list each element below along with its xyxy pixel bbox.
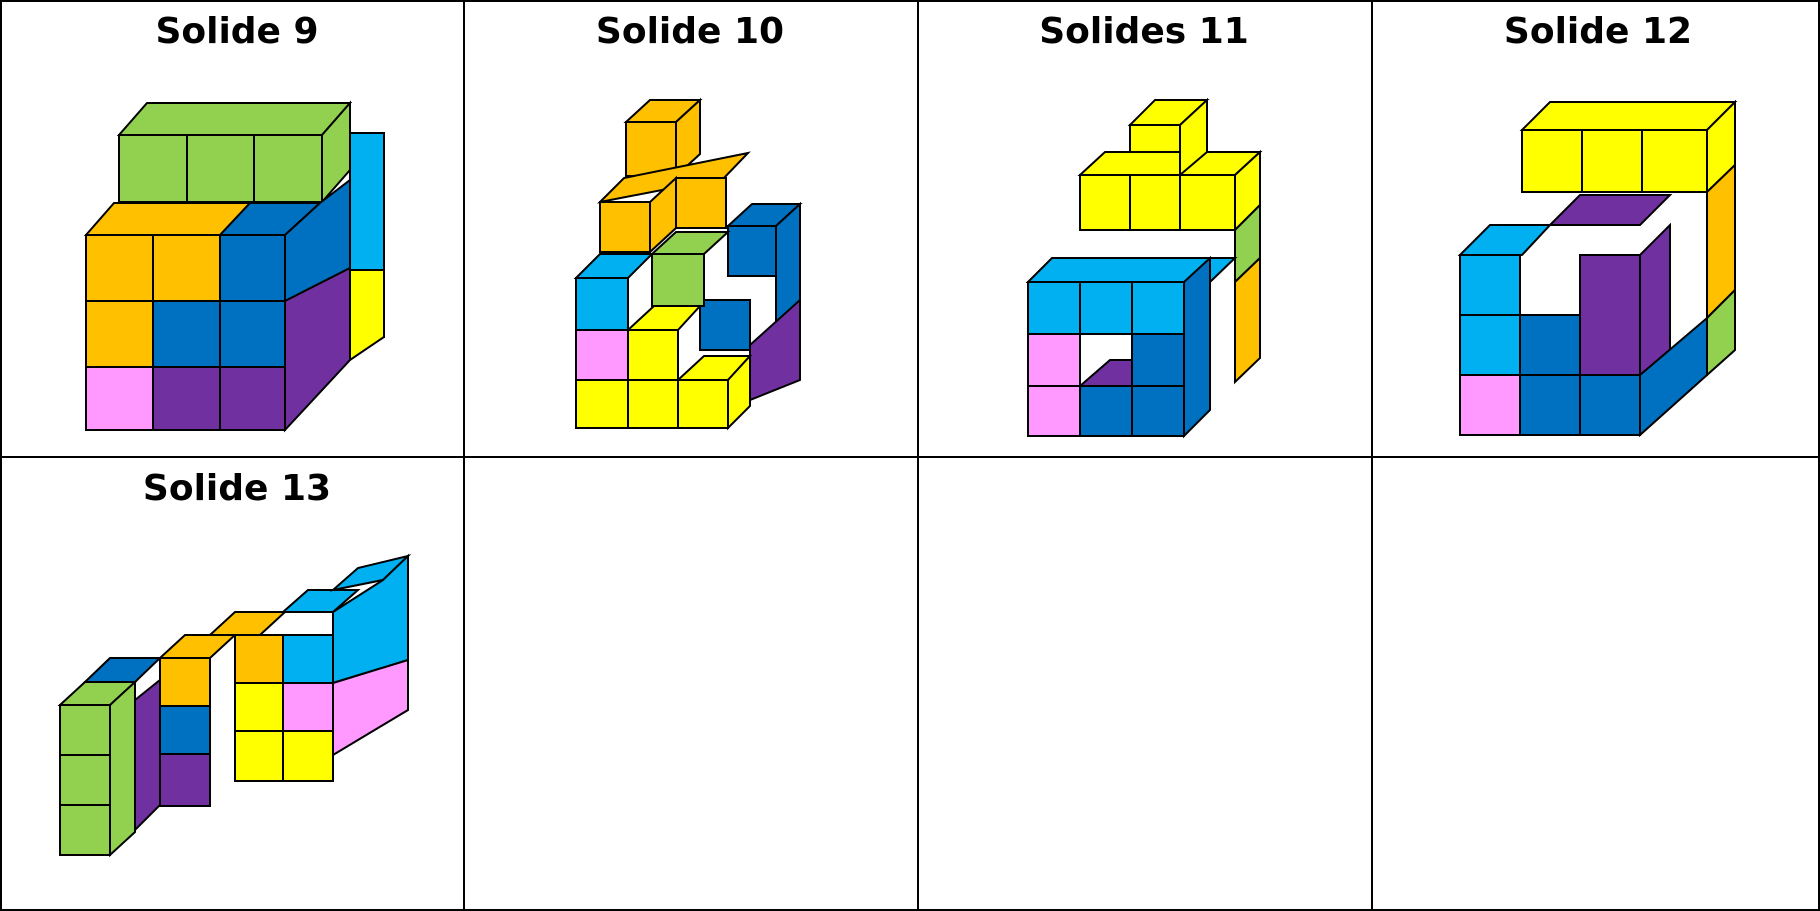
- cell-title-solide-10: Solide 10: [596, 11, 784, 52]
- cell-title-solide-12: Solide 12: [1504, 11, 1692, 52]
- solid-13-drawing: [60, 556, 408, 855]
- cell-title-solide-13: Solide 13: [143, 468, 331, 509]
- solid-9-drawing: [86, 103, 384, 430]
- solid-11-drawing: [1028, 100, 1260, 436]
- solid-10-drawing: [576, 100, 800, 428]
- cell-title-solide-9: Solide 9: [155, 11, 318, 52]
- solid-12-drawing: [1460, 102, 1735, 435]
- cell-title-solides-11: Solides 11: [1039, 11, 1249, 52]
